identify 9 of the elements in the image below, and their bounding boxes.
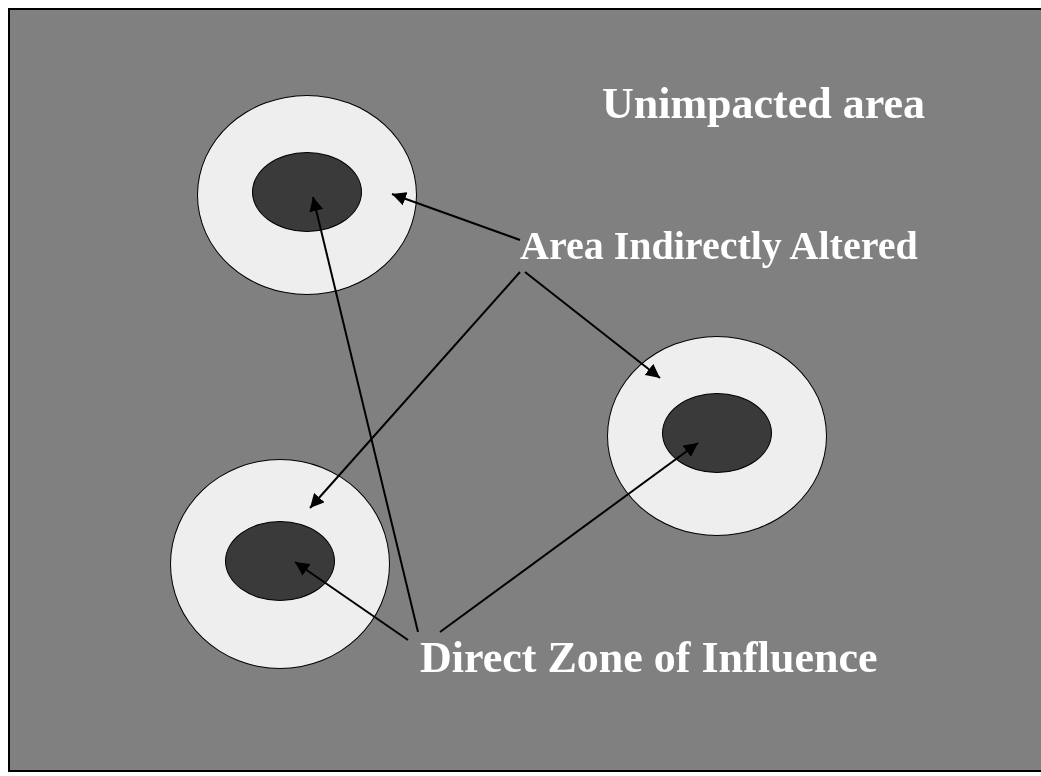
leader-arrow <box>294 561 409 641</box>
leader-arrow <box>391 192 521 241</box>
zone-label: Direct Zone of Influence <box>420 632 980 686</box>
area-label: Unimpacted area <box>602 78 926 130</box>
zone-label: Area Indirectly Altered <box>520 222 990 272</box>
leader-arrow <box>439 442 699 633</box>
leader-arrow <box>524 271 661 379</box>
leader-arrow <box>309 196 419 633</box>
leader-arrow <box>309 271 521 509</box>
